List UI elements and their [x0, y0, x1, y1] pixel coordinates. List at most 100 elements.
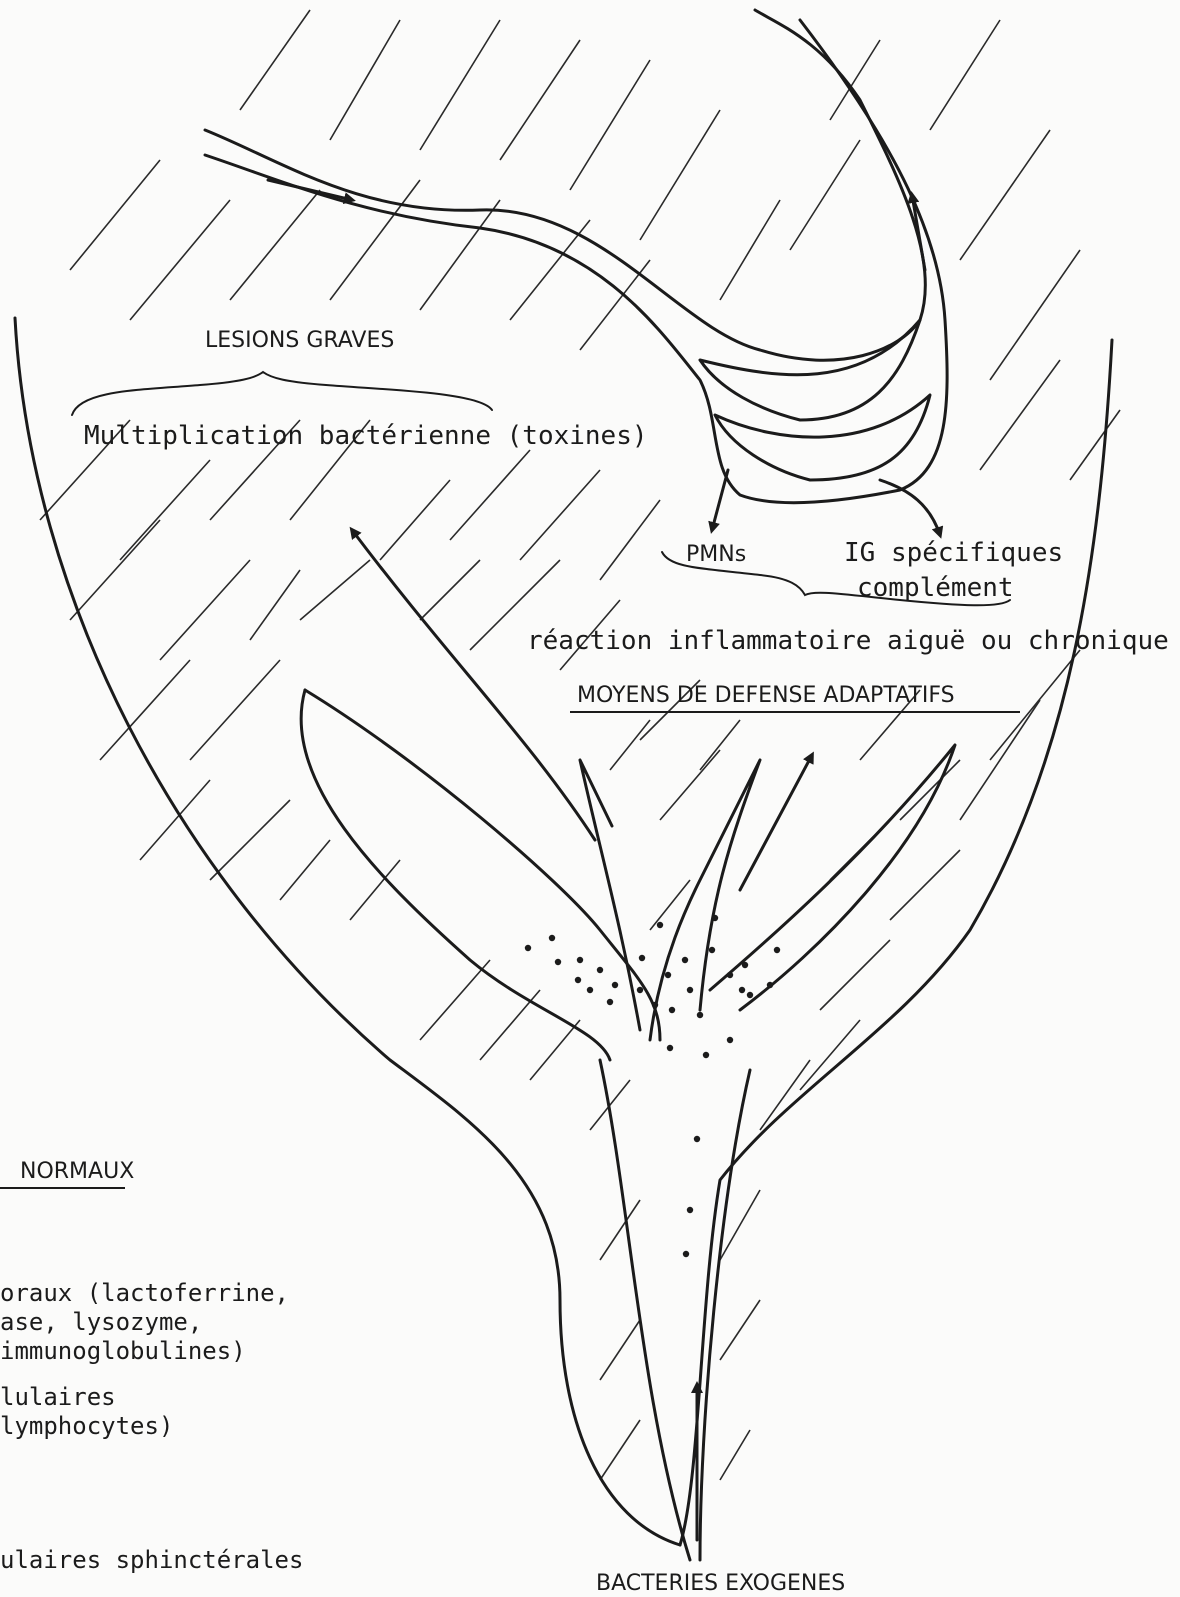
hatch-stroke [790, 140, 860, 250]
hatch-stroke [600, 1200, 640, 1260]
hatch-stroke [930, 20, 1000, 130]
bacterium-dot [697, 1012, 703, 1018]
branch-center [650, 760, 760, 1040]
hatch-stroke [830, 40, 880, 120]
hatch-stroke [240, 10, 310, 110]
hatch-stroke [600, 500, 660, 580]
hatch-stroke [1070, 410, 1120, 480]
hatch-stroke [350, 860, 400, 920]
bacterium-dot [665, 972, 671, 978]
bacterium-dot [575, 977, 581, 983]
hatch-stroke [660, 750, 720, 820]
hatch-stroke [450, 450, 530, 540]
label-ig-specifiques: IG spécifiques [844, 538, 1063, 568]
hatch-stroke [820, 940, 890, 1010]
hatch-stroke [600, 1420, 640, 1480]
hatch-stroke [210, 800, 290, 880]
label-bacteries-exogenes: BACTERIES EXOGENES [596, 1571, 845, 1596]
duct-lower-wall [301, 690, 610, 1060]
hatch-stroke [330, 20, 400, 140]
bacterium-dot [555, 959, 561, 965]
label-multiplication: Multiplication bactérienne (toxines) [84, 421, 648, 451]
bacterium-dot [742, 962, 748, 968]
hatch-stroke [380, 480, 450, 560]
hatch-stroke [500, 40, 580, 160]
hatch-stroke [120, 460, 210, 560]
hatch-stroke [960, 700, 1040, 820]
hatch-stroke [250, 570, 300, 640]
label-humoraux-1: oraux (lactoferrine, [0, 1279, 289, 1307]
hatch-stroke [280, 840, 330, 900]
alveolus-crescent-2 [715, 395, 930, 480]
hatch-stroke [960, 130, 1050, 260]
bacterium-dot [657, 922, 663, 928]
bacterium-dot [607, 999, 613, 1005]
label-lesions-graves: LESIONS GRAVES [205, 328, 394, 353]
bacterium-dot [669, 1007, 675, 1013]
bacterium-dot [747, 992, 753, 998]
bacterium-dot [612, 982, 618, 988]
label-reaction: réaction inflammatoire aiguë ou chroniqu… [527, 626, 1169, 656]
bacterium-dot [683, 1251, 689, 1257]
bacterium-dot [687, 987, 693, 993]
bacterium-dot [637, 987, 643, 993]
label-moyens-adaptatifs: MOYENS DE DEFENSE ADAPTATIFS [577, 683, 955, 708]
arrow-pmns [712, 470, 728, 530]
hatch-stroke [420, 560, 480, 620]
teat-canal-left [600, 1060, 690, 1560]
hatch-stroke [720, 1300, 760, 1360]
bacterium-dot [767, 982, 773, 988]
bacteria-dots [525, 915, 780, 1257]
bacterium-dot [597, 967, 603, 973]
hatch-stroke [720, 200, 780, 300]
bacterium-dot [525, 945, 531, 951]
bacterium-dot [652, 1002, 658, 1008]
hatch-stroke [530, 1020, 580, 1080]
label-normaux: NORMAUX [20, 1159, 134, 1184]
hatch-stroke [190, 660, 280, 760]
bacterium-dot [549, 935, 555, 941]
hatch-stroke [70, 160, 160, 270]
hatch-stroke [990, 650, 1080, 760]
hatch-stroke [650, 880, 690, 930]
hatch-stroke [890, 850, 960, 920]
hatch-stroke [420, 20, 500, 150]
brace-lesions [72, 372, 492, 415]
arrow-ig [880, 480, 940, 535]
hatch-stroke [520, 470, 600, 560]
bacterium-dot [727, 1037, 733, 1043]
hatch-stroke [610, 720, 650, 770]
hatch-stroke [570, 60, 650, 190]
hatch-stroke [300, 560, 370, 620]
hatch-stroke [700, 720, 740, 770]
label-pmns: PMNs [686, 542, 746, 567]
arrow-flow-up [912, 195, 925, 270]
label-sphincterales: ulaires sphinctérales [0, 1546, 303, 1574]
bacterium-dot [639, 955, 645, 961]
bacterium-dot [577, 957, 583, 963]
hatch-stroke [70, 520, 160, 620]
hatch-stroke [420, 960, 490, 1040]
duct-upper-wall [305, 690, 660, 1040]
hatch-stroke [130, 200, 230, 320]
hatch-stroke [720, 1430, 750, 1480]
hatch-stroke [160, 560, 250, 660]
hatch-stroke [100, 660, 190, 760]
label-cellulaires-1: lulaires [0, 1383, 116, 1411]
alveolus-crescent-1 [700, 320, 920, 420]
bacterium-dot [694, 1136, 700, 1142]
bacterium-dot [703, 1052, 709, 1058]
hatch-stroke [990, 250, 1080, 380]
bacterium-dot [587, 987, 593, 993]
teat-canal-right [700, 1070, 750, 1560]
bacterium-dot [709, 947, 715, 953]
bacterium-dot [687, 1207, 693, 1213]
arrow-to-multiplication [352, 530, 595, 840]
bacterium-dot [727, 972, 733, 978]
bacterium-dot [739, 987, 745, 993]
bacterium-dot [774, 947, 780, 953]
label-humoraux-3: immunoglobulines) [0, 1337, 246, 1365]
hatch-stroke [900, 760, 960, 820]
